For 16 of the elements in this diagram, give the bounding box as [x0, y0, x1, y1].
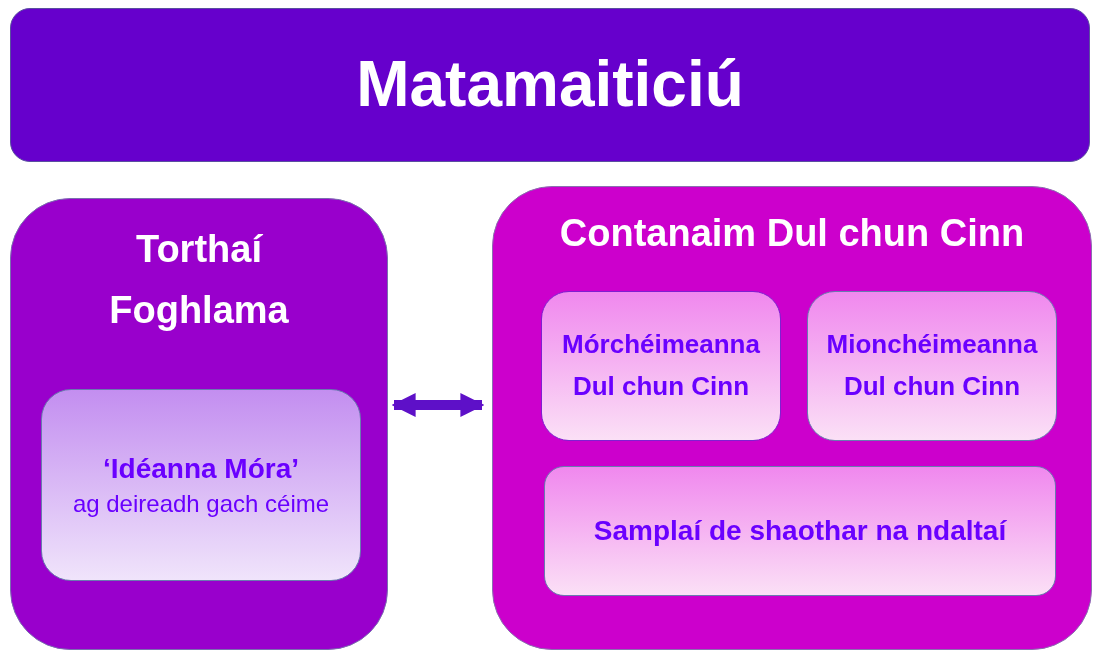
inner-card [541, 291, 781, 441]
subtitle: ag deireadh gach céime [72, 488, 330, 519]
double-arrow [391, 393, 485, 417]
heading: Torthaí Foghlama [108, 227, 290, 333]
heading: ‘Idéanna Móra’ [102, 452, 299, 487]
heading: Samplaí de shaothar na ndaltaí [593, 513, 1007, 548]
inner-card [544, 466, 1056, 596]
heading: Contanaim Dul chun Cinn [559, 211, 1025, 256]
title: Matamaiticiú [356, 47, 744, 123]
panel [10, 198, 388, 650]
title-band [10, 8, 1090, 162]
heading: Mionchéimeanna Dul chun Cinn [825, 328, 1039, 403]
inner-card [41, 389, 361, 581]
inner-card [807, 291, 1057, 441]
heading: Mórchéimeanna Dul chun Cinn [561, 328, 761, 403]
panel [492, 186, 1092, 650]
